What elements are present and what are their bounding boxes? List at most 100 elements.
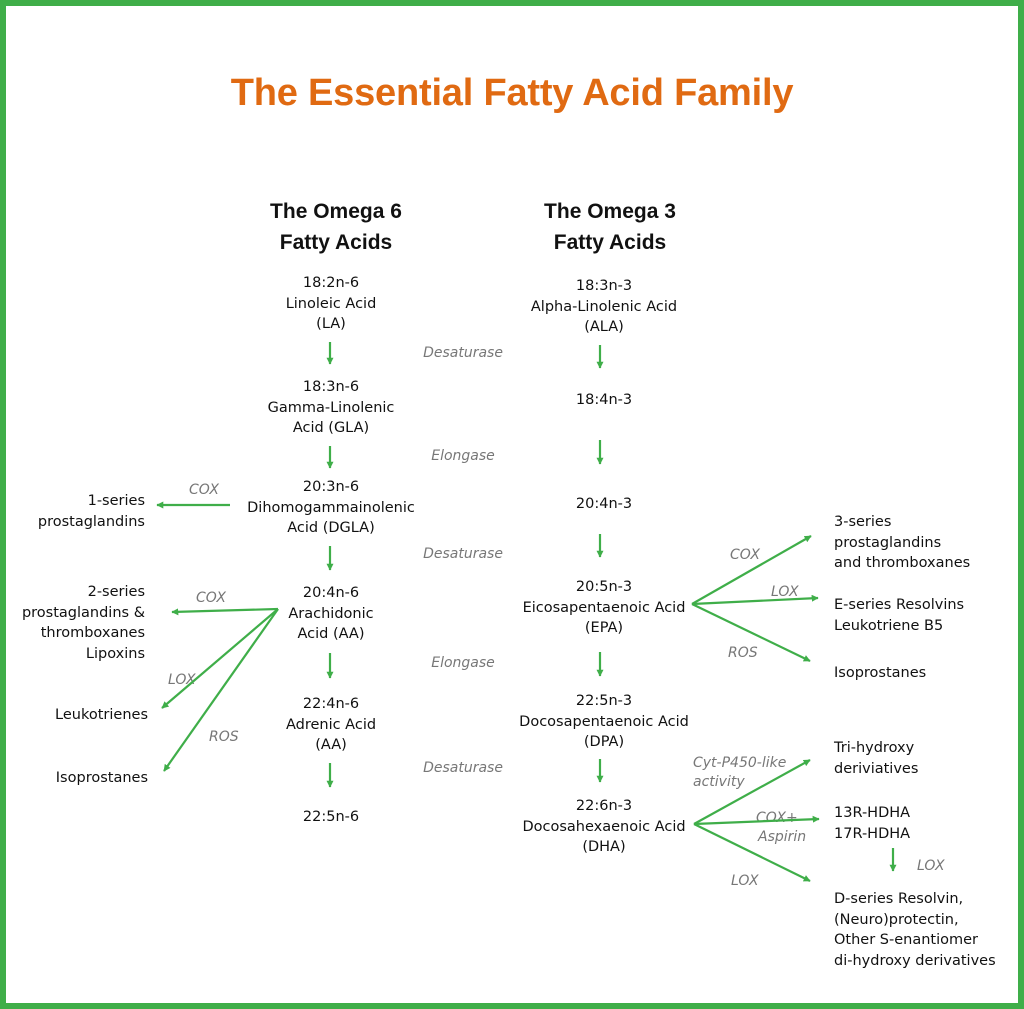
dha-lox-label: LOX: [731, 873, 759, 889]
arrow-dha-tri-hydroxy: [693, 759, 811, 825]
diagram-title: The Essential Fatty Acid Family: [230, 72, 794, 114]
arrow-aa-2-series: [171, 607, 279, 616]
arrow-epa-e-series: [691, 594, 819, 606]
enzyme-desaturase-2: Desaturase: [423, 546, 503, 562]
product-line: and thromboxanes: [834, 555, 971, 571]
node-line: 22:5n-3: [575, 693, 633, 709]
node-line: 22:5n-6: [302, 809, 360, 825]
enzyme-elongase-1: Elongase: [431, 448, 495, 464]
omega6-product-leukotrienes: Leukotrienes: [55, 707, 148, 723]
omega3-node-epa: 20:5n-3 Eicosapentaenoic Acid (EPA): [523, 577, 686, 639]
epa-product-e-series: E-series Resolvins Leukotriene B5: [834, 595, 964, 636]
product-line: prostaglandins: [834, 534, 942, 551]
product-line: (Neuro)protectin,: [834, 911, 959, 928]
enzyme-elongase-2: Elongase: [431, 655, 495, 671]
node-line: Acid (AA): [297, 626, 365, 642]
node-line: (AA): [315, 737, 347, 753]
node-line: (DHA): [582, 839, 626, 855]
omega3-node-ala: 18:3n-3 Alpha-Linolenic Acid (ALA): [531, 276, 677, 338]
arrows-layer: [156, 342, 897, 882]
arrow-epa-isoprostanes: [691, 603, 811, 662]
node-line: 22:4n-6: [302, 696, 360, 712]
node-line: (LA): [316, 316, 346, 332]
omega6-node-gla: 18:3n-6 Gamma-Linolenic Acid (GLA): [268, 377, 395, 439]
node-line: 18:2n-6: [302, 275, 360, 291]
product-line: prostaglandins &: [21, 604, 145, 621]
node-line: Gamma-Linolenic: [267, 399, 395, 416]
omega6-node-aa: 20:4n-6 Arachidonic Acid (AA): [288, 583, 373, 645]
product-line: Leukotriene B5: [834, 617, 944, 634]
omega6-product-2-series: 2-series prostaglandins & thromboxanes L…: [22, 582, 145, 664]
arrow-epa-3-series: [691, 535, 812, 605]
omega3-node-dha: 22:6n-3 Docosahexaenoic Acid (DHA): [522, 796, 685, 858]
product-line: thromboxanes: [40, 625, 145, 641]
omega6-aa-ros-label: ROS: [209, 729, 239, 745]
node-line: (ALA): [584, 319, 624, 335]
omega6-aa-cox-label: COX: [196, 590, 227, 606]
omega6-node-la: 18:2n-6 Linoleic Acid (LA): [286, 273, 377, 335]
product-line: 13R-HDHA: [834, 805, 911, 821]
node-line: Docosahexaenoic Acid: [522, 818, 686, 835]
dha-product-hdha: 13R-HDHA 17R-HDHA: [834, 803, 910, 844]
product-line: Other S-enantiomer: [834, 932, 978, 948]
dha-cyt-label: Cyt-P450-like activity: [693, 754, 786, 792]
arrow-dha-d-series: [693, 823, 811, 882]
node-line: 20:3n-6: [302, 479, 360, 495]
dha-product-d-series: D-series Resolvin, (Neuro)protectin, Oth…: [834, 889, 996, 971]
omega3-heading-line2: Fatty Acids: [553, 231, 667, 254]
node-line: 18:4n-3: [575, 392, 633, 408]
omega6-node-dgla: 20:3n-6 Dihomogammainolenic Acid (DGLA): [247, 477, 415, 539]
enzyme-desaturase-3: Desaturase: [423, 760, 503, 776]
arrow-aa-leukotrienes: [161, 608, 279, 709]
omega3-heading: The Omega 3 Fatty Acids: [480, 196, 740, 258]
epa-cox-label: COX: [730, 547, 761, 563]
product-line: 17R-HDHA: [834, 825, 911, 842]
epa-lox-label: LOX: [771, 584, 799, 600]
enzyme-desaturase-1: Desaturase: [423, 345, 503, 361]
omega6-heading: The Omega 6 Fatty Acids: [206, 196, 466, 258]
product-line: prostaglandins: [37, 513, 145, 530]
node-line: (EPA): [584, 620, 624, 636]
product-line: Lipoxins: [85, 645, 145, 662]
node-line: Arachidonic: [288, 605, 374, 622]
omega3-heading-line1: The Omega 3: [544, 200, 676, 223]
epa-product-isoprostanes: Isoprostanes: [834, 665, 927, 681]
node-line: (DPA): [583, 734, 625, 750]
node-line: Acid (GLA): [292, 420, 370, 436]
node-line: Linoleic Acid: [285, 295, 377, 312]
epa-product-3-series: 3-series prostaglandins and thromboxanes: [834, 512, 970, 574]
omega6-node-22-5n6: 22:5n-6: [303, 807, 359, 828]
node-line: Eicosapentaenoic Acid: [522, 599, 686, 616]
product-line: E-series Resolvins: [834, 597, 965, 613]
epa-ros-label: ROS: [728, 645, 758, 661]
product-line: 1-series: [87, 493, 145, 509]
label-line: Aspirin: [758, 829, 807, 845]
dha-product-tri-hydroxy: Tri-hydroxy deriviatives: [834, 738, 918, 779]
arrow-dha-hdha: [693, 815, 820, 826]
omega3-node-20-4n3: 20:4n-3: [576, 494, 632, 515]
product-line: 3-series: [834, 514, 892, 530]
node-line: Adrenic Acid: [285, 716, 377, 733]
omega6-heading-line1: The Omega 6: [270, 200, 402, 223]
omega6-product-1-series: 1-series prostaglandins: [38, 491, 145, 532]
omega3-node-18-4n3: 18:4n-3: [576, 390, 632, 411]
omega6-product-isoprostanes: Isoprostanes: [55, 770, 148, 786]
omega3-node-dpa: 22:5n-3 Docosapentaenoic Acid (DPA): [519, 691, 689, 753]
product-line: 2-series: [87, 584, 145, 600]
omega6-heading-line2: Fatty Acids: [279, 231, 393, 254]
node-line: 18:3n-6: [302, 379, 360, 395]
node-line: Acid (DGLA): [287, 520, 375, 536]
node-line: Dihomogammainolenic: [247, 499, 415, 516]
arrow-aa-isoprostanes: [163, 608, 279, 772]
node-line: Docosapentaenoic Acid: [519, 713, 689, 730]
node-line: 22:6n-3: [575, 798, 633, 814]
node-line: 20:5n-3: [575, 579, 633, 595]
omega6-node-adrenic: 22:4n-6 Adrenic Acid (AA): [286, 694, 376, 756]
node-line: Alpha-Linolenic Acid: [530, 298, 678, 315]
node-line: 18:3n-3: [575, 278, 633, 294]
hdha-lox-label: LOX: [917, 858, 945, 874]
product-line: D-series Resolvin,: [834, 891, 964, 907]
label-line: Cyt-P450-like: [693, 755, 787, 771]
product-line: di-hydroxy derivatives: [834, 952, 996, 969]
